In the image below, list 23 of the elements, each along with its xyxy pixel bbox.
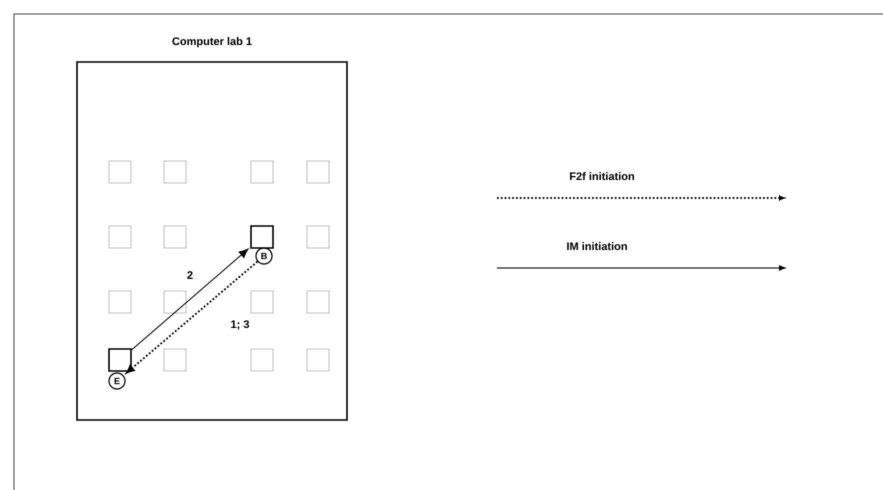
computer-desk xyxy=(306,160,330,184)
computer-desk xyxy=(306,348,330,372)
computer-desk xyxy=(108,290,132,314)
computer-desk xyxy=(164,348,186,372)
computer-desk xyxy=(108,226,132,248)
computer-desk xyxy=(164,160,186,184)
computer-desk xyxy=(108,348,132,372)
room-title: Computer lab 1 xyxy=(172,37,252,48)
legend-label: F2f initiation xyxy=(570,172,634,180)
computer-desk xyxy=(250,348,274,372)
arrow xyxy=(131,248,249,350)
edge-label: 2 xyxy=(186,270,194,280)
computer-desk xyxy=(306,290,330,314)
computer-desk xyxy=(306,226,330,248)
computer-desk xyxy=(250,160,274,184)
computer-desk xyxy=(250,225,274,249)
computer-desk xyxy=(108,160,132,184)
legend-label: IM initiation xyxy=(567,242,627,250)
computer-desk xyxy=(250,290,274,314)
edge-label: 1; 3 xyxy=(230,319,250,331)
arrow xyxy=(126,260,258,374)
computer-desk xyxy=(164,226,186,248)
computer-desk xyxy=(164,290,186,314)
